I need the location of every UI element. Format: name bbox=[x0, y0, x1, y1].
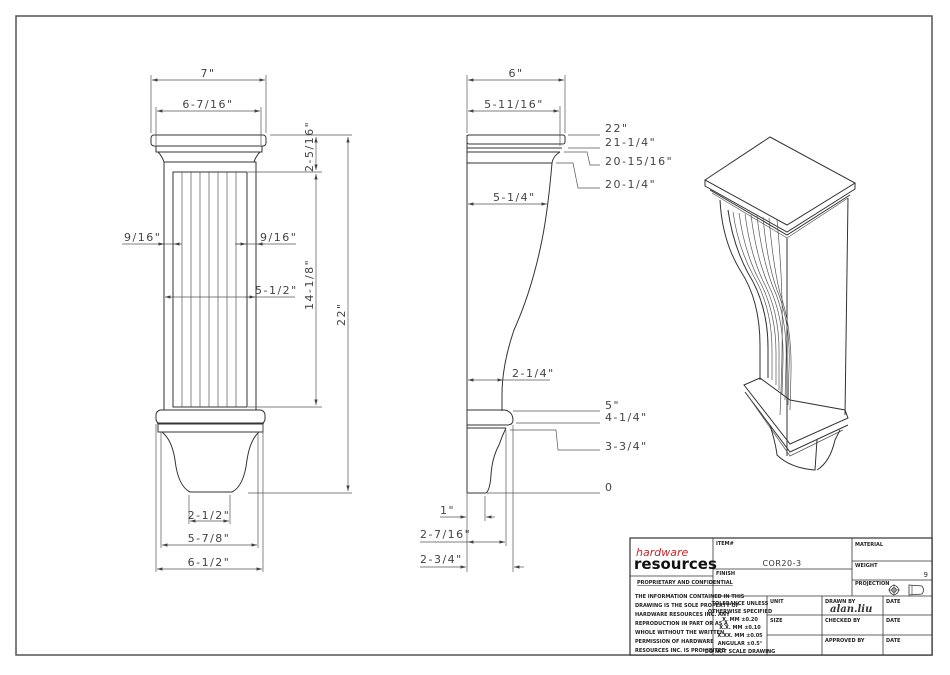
proprietary-line: REPRODUCTION IN PART OR AS A bbox=[635, 621, 728, 627]
proprietary-line: PERMISSION OF HARDWARE bbox=[635, 639, 714, 645]
weight-label: WEIGHT bbox=[855, 563, 878, 569]
front-view-dimensions: 7" 6-7/16" 9/16" 9/16" 5-1/2" 2-5/16" 14… bbox=[122, 67, 352, 572]
tolerance-line: DO NOT SCALE DRAWING bbox=[705, 649, 776, 655]
side-view-dimensions: 6" 5-11/16" 5-1/4" 2-1/4" 22" 21-1/4" 20… bbox=[420, 67, 673, 572]
finish-label: FINISH bbox=[716, 571, 735, 577]
dim-7: 7" bbox=[200, 67, 215, 80]
elev-5: 5" bbox=[605, 399, 620, 412]
dim-9-16-right: 9/16" bbox=[260, 231, 297, 244]
dim-1: 1" bbox=[440, 504, 455, 517]
elev-0: 0 bbox=[605, 481, 614, 494]
dim-2-1-2: 2-1/2" bbox=[188, 509, 231, 522]
drawn-by-label: DRAWN BY bbox=[825, 599, 856, 605]
weight-value: 9 bbox=[924, 571, 928, 579]
elev-20-15-16: 20-15/16" bbox=[605, 155, 673, 168]
proprietary-line: WHOLE WITHOUT THE WRITTEN bbox=[635, 630, 724, 636]
date-label: DATE bbox=[886, 638, 901, 644]
logo-hardware: hardware bbox=[636, 546, 688, 559]
drawn-by-value: alan.liu bbox=[830, 604, 872, 615]
dim-2-5-16: 2-5/16" bbox=[303, 121, 316, 172]
tolerance-line: X.XX. MM ±0.05 bbox=[717, 633, 763, 639]
dim-6: 6" bbox=[508, 67, 523, 80]
checked-by-label: CHECKED BY bbox=[825, 618, 861, 624]
date-label: DATE bbox=[886, 618, 901, 624]
dim-9-16-left: 9/16" bbox=[124, 231, 161, 244]
item-value: COR20-3 bbox=[762, 559, 801, 568]
proprietary-line: HARDWARE RESOURCES INC. ANY bbox=[635, 612, 730, 618]
dim-5-1-2: 5-1/2" bbox=[255, 284, 298, 297]
elev-22: 22" bbox=[605, 122, 629, 135]
proprietary-line: DRAWING IS THE SOLE PROPERTY OF bbox=[635, 603, 739, 609]
projection-label: PROJECTION bbox=[855, 581, 889, 587]
dim-6-1-2: 6-1/2" bbox=[188, 556, 231, 569]
title-block: hardware resources PROPRIETARY AND CONFI… bbox=[629, 537, 933, 656]
elev-20-1-4: 20-1/4" bbox=[605, 178, 656, 191]
dim-5-11-16: 5-11/16" bbox=[484, 98, 544, 111]
tolerance-line: X. MM ±0.20 bbox=[722, 617, 758, 623]
dim-22: 22" bbox=[335, 302, 348, 326]
material-label: MATERIAL bbox=[855, 542, 884, 548]
elev-3-3-4: 3-3/4" bbox=[605, 440, 648, 453]
tolerance-line: ANGULAR ±0.5° bbox=[718, 641, 763, 647]
dim-2-3-4: 2-3/4" bbox=[420, 553, 463, 566]
side-view bbox=[466, 134, 566, 494]
projection-symbol-icon bbox=[888, 584, 924, 596]
dim-6-7-16: 6-7/16" bbox=[182, 98, 233, 111]
dim-5-7-8: 5-7/8" bbox=[188, 532, 231, 545]
page-border bbox=[15, 15, 933, 656]
tolerance-line: TOLERANCE UNLESS bbox=[712, 601, 769, 607]
date-label: DATE bbox=[886, 599, 901, 605]
elev-21-1-4: 21-1/4" bbox=[605, 136, 656, 149]
elev-4-1-4: 4-1/4" bbox=[605, 411, 648, 424]
dim-5-1-4: 5-1/4" bbox=[493, 191, 536, 204]
approved-by-label: APPROVED BY bbox=[825, 638, 865, 644]
unit-label: UNIT bbox=[770, 599, 784, 605]
proprietary-line: RESOURCES INC. IS PROHIBITED bbox=[635, 648, 725, 654]
front-view bbox=[150, 134, 267, 493]
isometric-view bbox=[704, 136, 856, 471]
tolerance-line: X.X. MM ±0.10 bbox=[719, 625, 761, 631]
dim-2-7-16: 2-7/16" bbox=[420, 528, 471, 541]
size-label: SIZE bbox=[770, 618, 783, 624]
tolerance-line: OTHERWISE SPECIFIED bbox=[708, 609, 772, 615]
dim-2-1-4: 2-1/4" bbox=[512, 367, 555, 380]
logo-resources: resources bbox=[634, 555, 717, 573]
proprietary-line: THE INFORMATION CONTAINED IN THIS bbox=[635, 594, 745, 600]
item-label: ITEM# bbox=[716, 541, 734, 547]
dim-14-1-8: 14-1/8" bbox=[303, 259, 316, 310]
proprietary-heading: PROPRIETARY AND CONFIDENTIAL bbox=[637, 580, 734, 586]
